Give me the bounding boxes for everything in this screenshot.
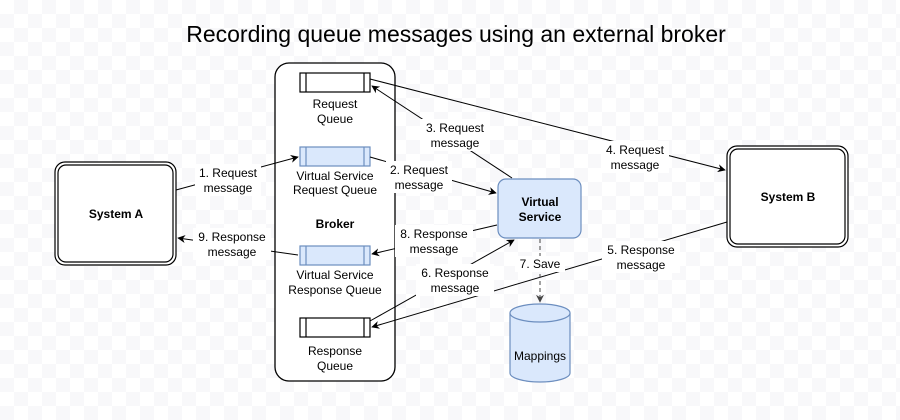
virtual-service-label-2: Service <box>519 210 562 224</box>
edge-9-label: 9. Response message <box>193 228 271 260</box>
edge-1-label: 1. Request message <box>195 164 261 196</box>
broker-container <box>274 62 396 382</box>
response-queue-label-1: Response <box>308 344 362 358</box>
edge-5-label: 5. Response message <box>602 241 680 273</box>
svg-text:7. Save: 7. Save <box>520 257 561 271</box>
svg-text:message: message <box>617 258 666 272</box>
edge-7-label: 7. Save <box>515 256 565 272</box>
svg-text:8. Response: 8. Response <box>400 227 468 241</box>
response-queue: Response Queue <box>299 317 371 373</box>
svg-text:message: message <box>395 178 444 192</box>
svg-text:1. Request: 1. Request <box>199 166 258 180</box>
edge-4-label: 4. Request message <box>601 141 669 173</box>
request-queue-label-1: Request <box>313 97 358 111</box>
vs-response-queue-label-2: Response Queue <box>288 283 382 297</box>
request-queue: Request Queue <box>299 72 371 126</box>
svg-text:4. Request: 4. Request <box>606 143 665 157</box>
vs-request-queue: Virtual Service Request Queue <box>293 146 377 197</box>
svg-text:5. Response: 5. Response <box>607 243 675 257</box>
vs-request-queue-label-1: Virtual Service <box>296 169 373 183</box>
svg-text:message: message <box>410 242 459 256</box>
svg-text:2. Request: 2. Request <box>390 163 449 177</box>
system-b-node: System B <box>726 145 849 248</box>
svg-text:message: message <box>208 245 257 259</box>
response-queue-label-2: Queue <box>317 359 353 373</box>
svg-text:3. Request: 3. Request <box>426 121 485 135</box>
system-a-node: System A <box>54 161 177 266</box>
system-b-label: System B <box>761 190 816 204</box>
virtual-service-label-1: Virtual <box>521 195 558 209</box>
mappings-database: Mappings <box>509 303 571 383</box>
broker-label: Broker <box>316 217 355 231</box>
mappings-label: Mappings <box>514 349 566 363</box>
vs-request-queue-label-2: Request Queue <box>293 183 377 197</box>
virtual-service-node: Virtual Service <box>497 178 582 239</box>
vs-response-queue-label-1: Virtual Service <box>296 268 373 282</box>
vs-response-queue: Virtual Service Response Queue <box>288 245 382 297</box>
svg-text:message: message <box>431 281 480 295</box>
svg-text:message: message <box>204 181 253 195</box>
svg-text:9. Response: 9. Response <box>198 230 266 244</box>
svg-text:6. Response: 6. Response <box>421 266 489 280</box>
svg-text:message: message <box>611 158 660 172</box>
edge-5-arrow <box>371 221 728 329</box>
svg-text:message: message <box>431 136 480 150</box>
diagram-title: Recording queue messages using an extern… <box>186 21 726 47</box>
edge-2-label: 2. Request message <box>386 161 452 193</box>
edge-3-label: 3. Request message <box>420 119 490 151</box>
system-a-label: System A <box>89 207 144 221</box>
edge-8-label: 8. Response message <box>395 225 473 257</box>
edge-6-label: 6. Response message <box>416 264 494 296</box>
request-queue-label-2: Queue <box>317 112 353 126</box>
